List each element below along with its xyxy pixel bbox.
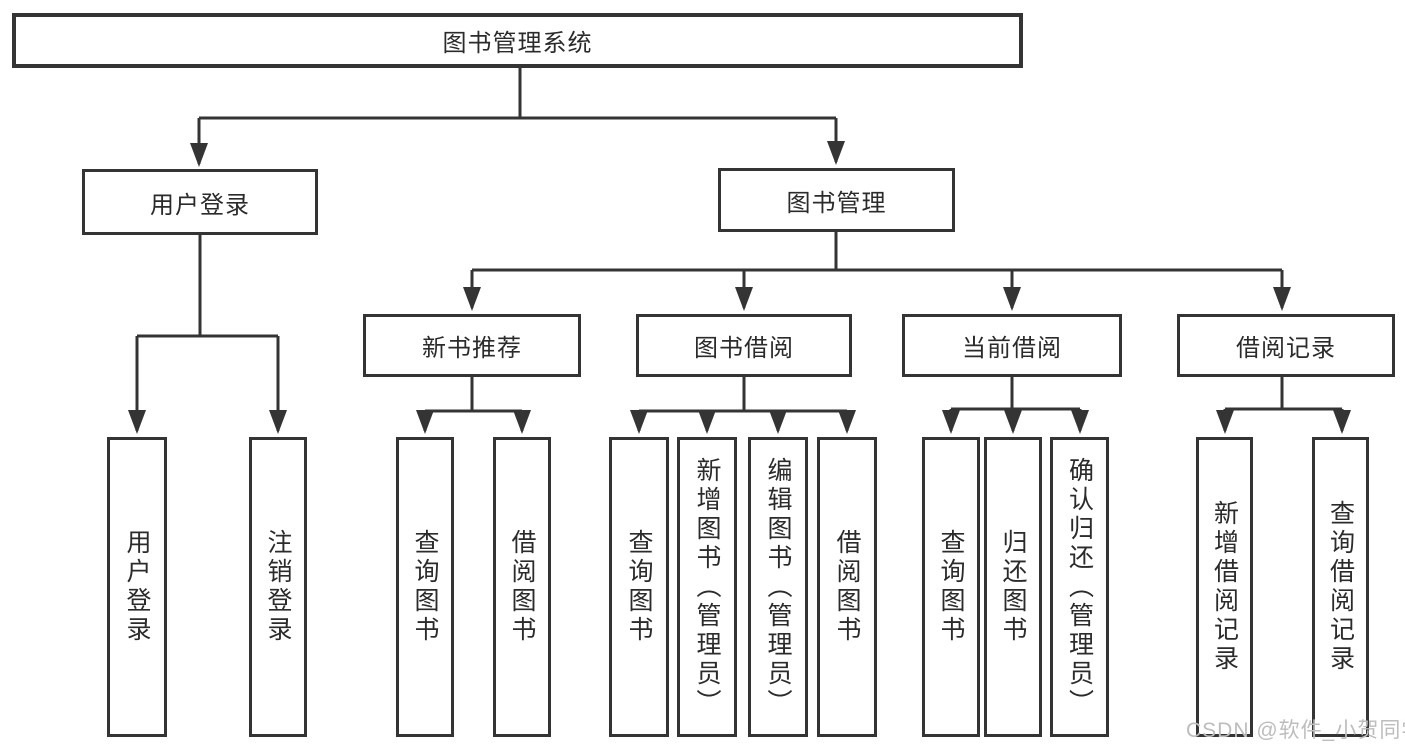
node-root-system: 图书管理系统	[12, 13, 1023, 68]
leaf-edit-book-admin: 编辑图书（管理员）	[748, 437, 808, 737]
node-book-management: 图书管理	[718, 168, 955, 232]
leaf-query-books-1: 查询图书	[396, 437, 454, 737]
csdn-watermark: CSDN @软件_小贺同学	[1186, 719, 1405, 742]
leaf-return-book: 归还图书	[984, 437, 1042, 737]
node-new-book-recommend: 新书推荐	[363, 314, 581, 377]
leaf-add-book-admin: 新增图书（管理员）	[677, 437, 737, 737]
node-user-login: 用户登录	[82, 169, 318, 235]
node-borrow-records: 借阅记录	[1177, 314, 1395, 377]
leaf-confirm-return-admin: 确认归还（管理员）	[1050, 437, 1109, 737]
leaf-borrow-books-1: 借阅图书	[493, 437, 551, 737]
leaf-logout: 注销登录	[249, 437, 307, 737]
node-book-borrow: 图书借阅	[636, 314, 852, 377]
leaf-add-borrow-record: 新增借阅记录	[1196, 437, 1253, 737]
leaf-query-borrow-record: 查询借阅记录	[1312, 437, 1369, 737]
leaf-user-login: 用户登录	[107, 437, 167, 737]
leaf-borrow-books-2: 借阅图书	[817, 437, 877, 737]
leaf-query-books-3: 查询图书	[922, 437, 980, 737]
leaf-query-books-2: 查询图书	[609, 437, 669, 737]
node-current-borrow: 当前借阅	[902, 314, 1122, 377]
